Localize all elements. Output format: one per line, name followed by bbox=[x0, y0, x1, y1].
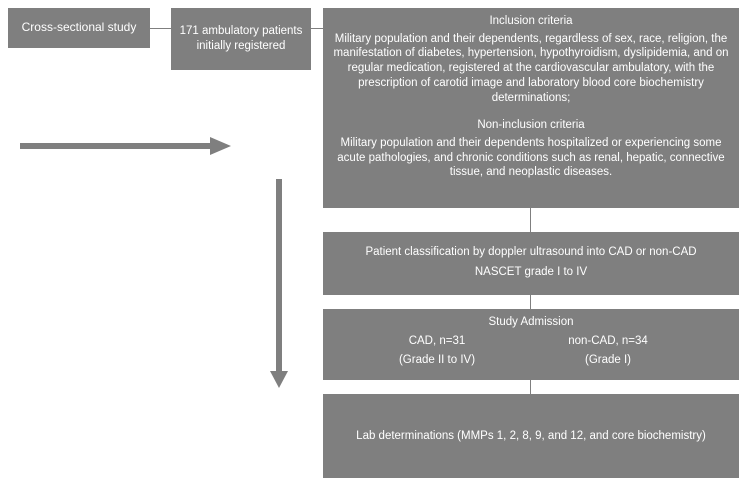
admission-title: Study Admission bbox=[488, 316, 574, 328]
patients-line-2: initially registered bbox=[196, 40, 286, 52]
cad-group: CAD, n=31 (Grade II to IV) bbox=[387, 334, 487, 368]
classification-line-1: Patient classification by doppler ultras… bbox=[365, 246, 697, 258]
cad-grade: (Grade II to IV) bbox=[398, 354, 476, 367]
cad-count: CAD, n=31 bbox=[408, 334, 466, 347]
non-cad-group: non-CAD, n=34 (Grade I) bbox=[553, 334, 663, 368]
patients-line-1: 171 ambulatory patients bbox=[179, 25, 303, 38]
non-inclusion-title: Non-inclusion criteria bbox=[477, 119, 585, 132]
inclusion-title: Inclusion criteria bbox=[489, 15, 573, 27]
non-cad-count: non-CAD, n=34 bbox=[568, 334, 648, 347]
horizontal-arrow bbox=[20, 137, 231, 155]
inclusion-text: Military population and their dependents… bbox=[333, 32, 729, 104]
vertical-arrow bbox=[270, 179, 288, 388]
classification-line-2: NASCET grade I to IV bbox=[474, 265, 588, 278]
connector-criteria-classification bbox=[530, 208, 531, 232]
connector-patients-criteria bbox=[311, 28, 323, 29]
study-admission-box: Study Admission CAD, n=31 (Grade II to I… bbox=[323, 309, 739, 380]
lab-determinations-box: Lab determinations (MMPs 1, 2, 8, 9, and… bbox=[323, 394, 739, 478]
non-inclusion-text: Military population and their dependents… bbox=[337, 137, 725, 179]
non-cad-grade: (Grade I) bbox=[584, 354, 631, 367]
admission-groups: CAD, n=31 (Grade II to IV) non-CAD, n=34… bbox=[323, 334, 739, 374]
study-type-label: Cross-sectional study bbox=[21, 20, 137, 35]
connector-classification-admission bbox=[530, 295, 531, 309]
connector-admission-lab bbox=[530, 380, 531, 394]
study-type-box: Cross-sectional study bbox=[8, 8, 150, 48]
connector-study-patients bbox=[150, 28, 171, 29]
lab-determinations-text: Lab determinations (MMPs 1, 2, 8, 9, and… bbox=[356, 429, 706, 442]
patients-registered-box: 171 ambulatory patients initially regist… bbox=[171, 8, 311, 70]
classification-box: Patient classification by doppler ultras… bbox=[323, 232, 739, 295]
criteria-box: Inclusion criteria Military population a… bbox=[323, 8, 739, 208]
